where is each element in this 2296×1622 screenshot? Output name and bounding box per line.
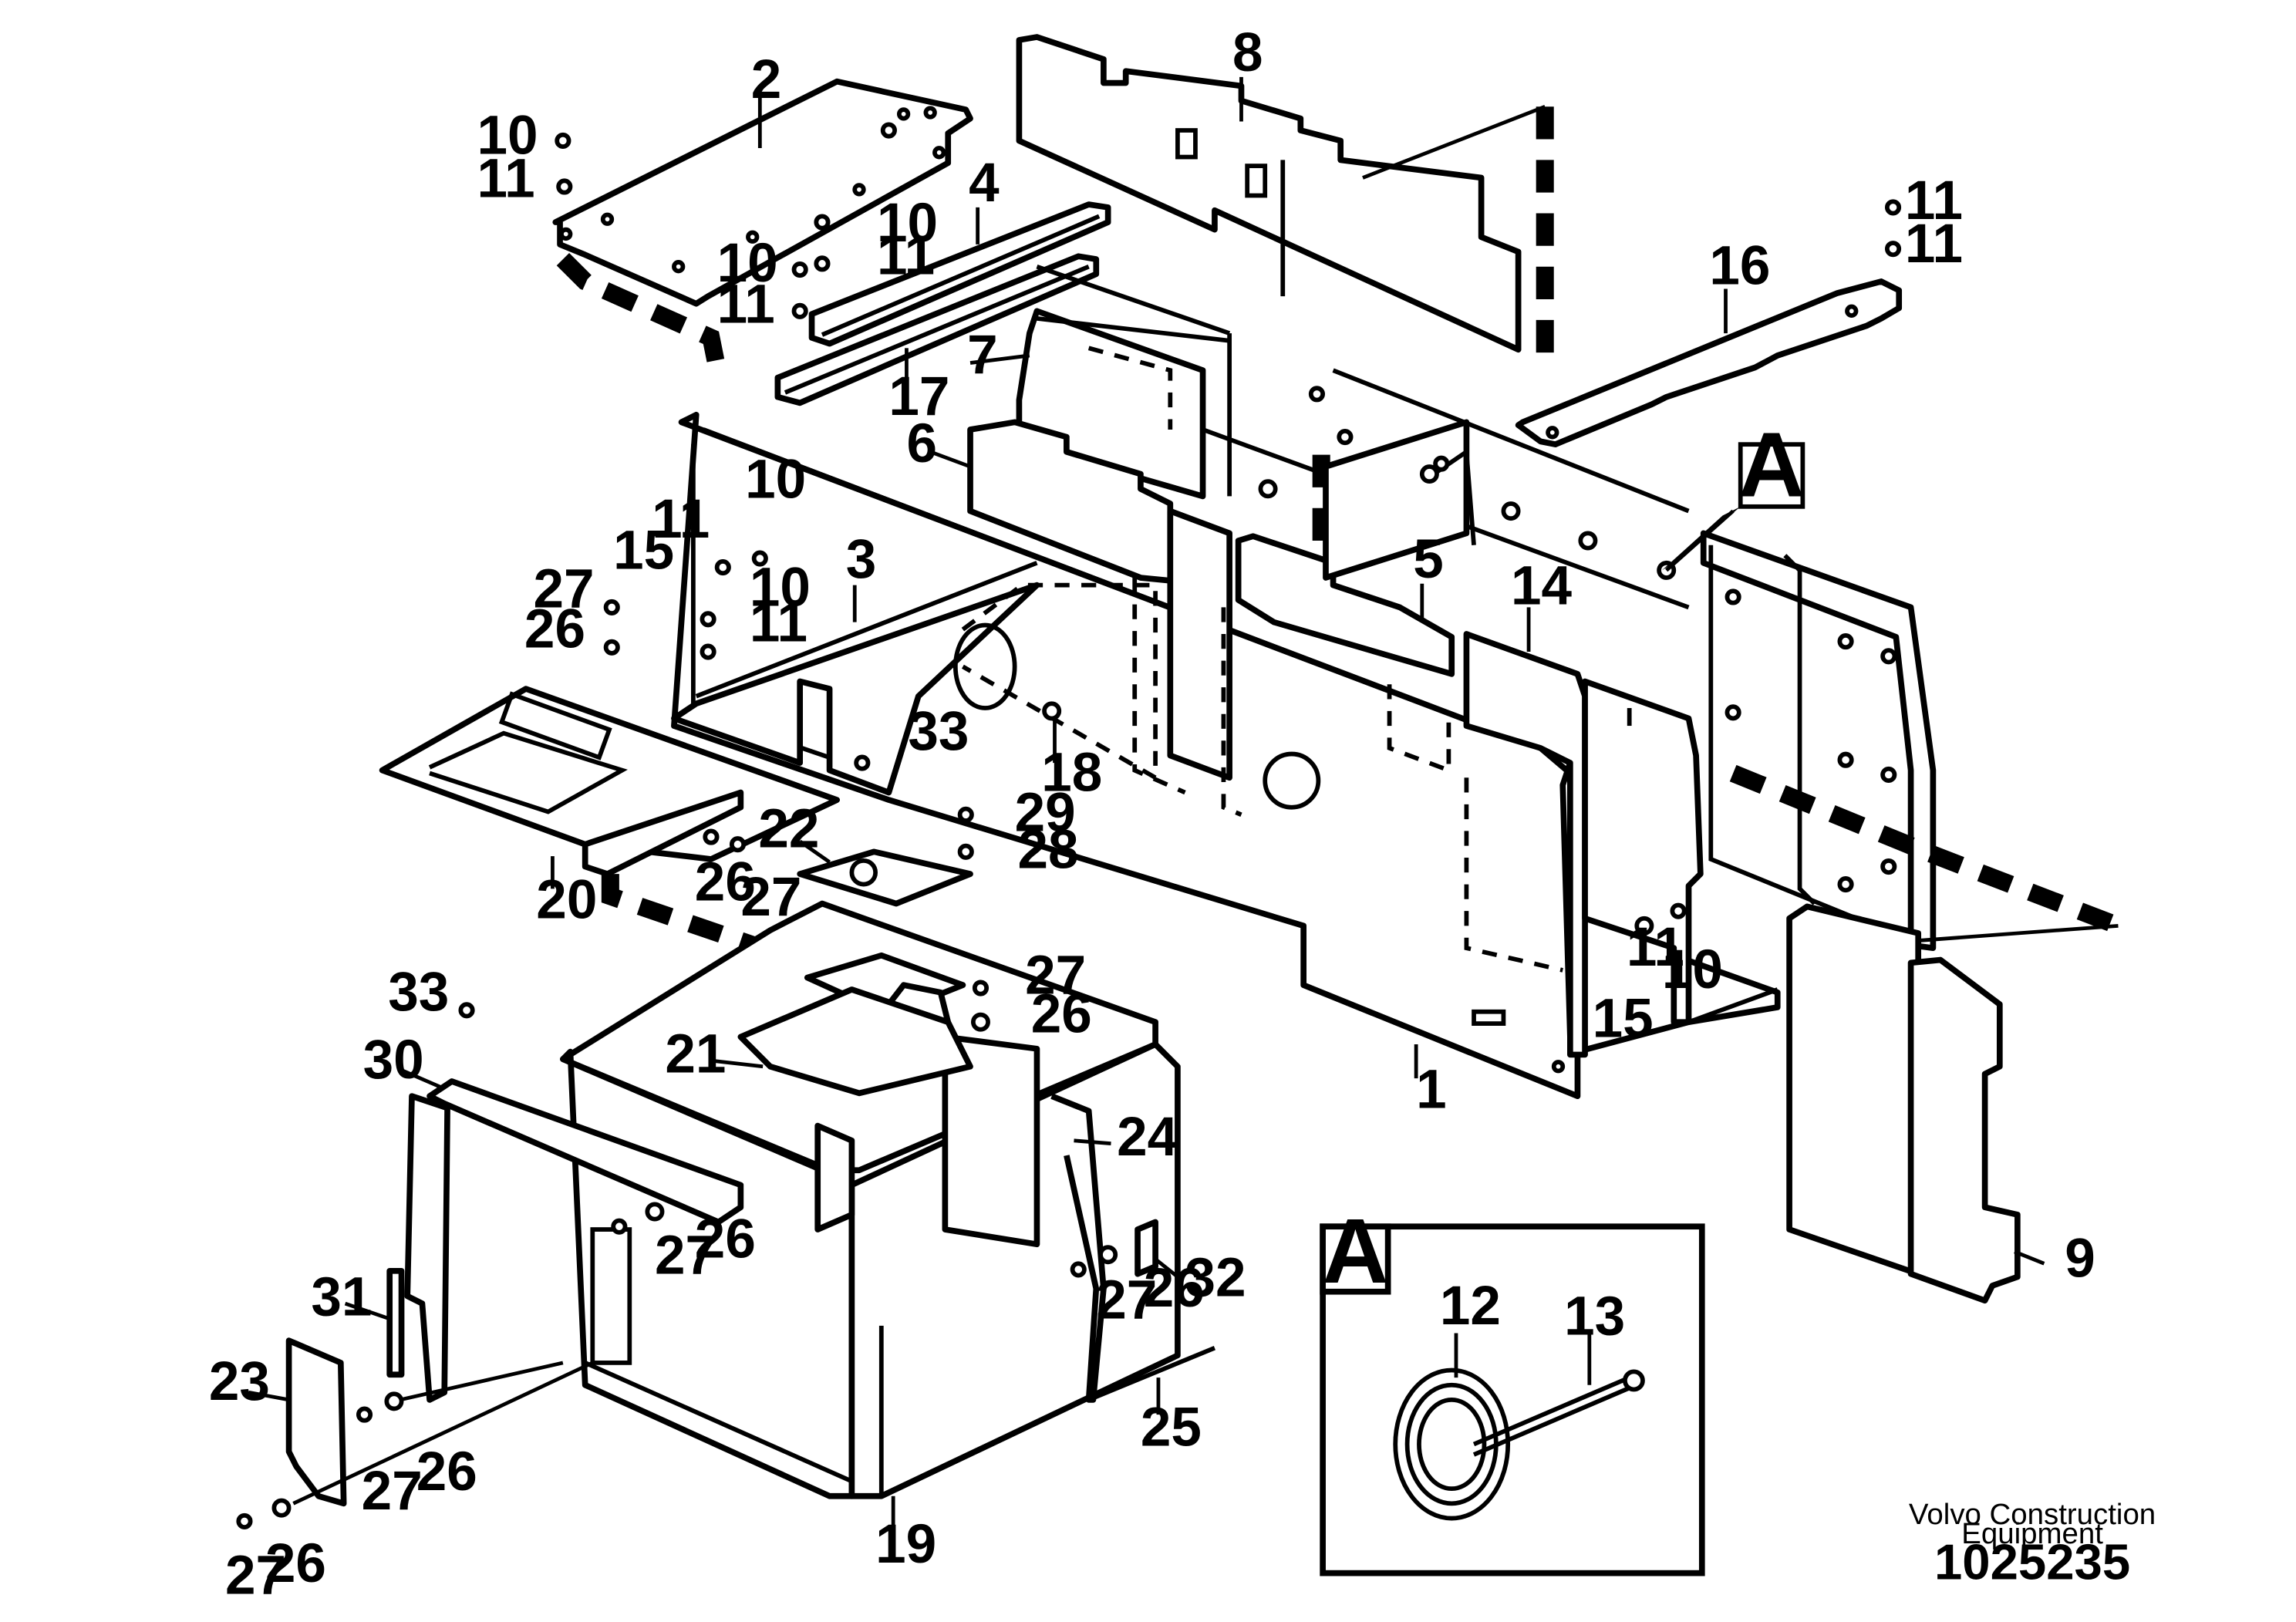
label-12: 12 [1440, 1276, 1501, 1337]
label-11-c: 11 [717, 275, 775, 336]
label-18: 18 [1041, 743, 1102, 804]
frame-middle-section [1036, 264, 1690, 610]
part-5-insulation [1221, 533, 1455, 817]
label-26-b: 26 [695, 852, 756, 913]
part-25-strip [1087, 1346, 1216, 1402]
label-26-f: 26 [416, 1442, 477, 1502]
label-20: 20 [536, 870, 597, 931]
label-7: 7 [967, 325, 998, 386]
label-14: 14 [1511, 556, 1573, 617]
detail-a-inset: A [1320, 1200, 1705, 1576]
part-16-rail [1515, 278, 1903, 448]
part-20-floor-plate [379, 686, 841, 970]
part-23-plate [285, 1337, 347, 1507]
label-10-a: 10 [477, 106, 538, 167]
label-10-e: 10 [745, 449, 806, 510]
label-33-a: 33 [908, 701, 969, 762]
label-26-g: 26 [265, 1533, 326, 1594]
label-26-e: 26 [1144, 1258, 1205, 1319]
label-11-g: 11 [1627, 917, 1684, 978]
label-32: 32 [1185, 1247, 1246, 1308]
brand-block: Volvo Construction Equipment 1025235 [1909, 1498, 2156, 1590]
label-15-a: 15 [613, 520, 674, 581]
part-17-rail [774, 253, 1100, 406]
label-13: 13 [1564, 1286, 1625, 1347]
label-33-b: 33 [388, 962, 449, 1023]
label-25: 25 [1141, 1397, 1202, 1458]
part-14-insulation [1463, 631, 1704, 1058]
label-26-d: 26 [695, 1209, 756, 1270]
callout-a: A [1661, 413, 1805, 572]
part-31-strip [386, 1267, 405, 1378]
label-27-a: 27 [533, 558, 594, 619]
label-26-c: 26 [1031, 984, 1092, 1045]
label-2: 2 [751, 49, 782, 110]
part-2-top-plate [552, 78, 973, 369]
label-10-f: 10 [750, 558, 811, 619]
label-11-e: 11 [652, 489, 710, 550]
label-6: 6 [906, 413, 937, 474]
label-10-d: 11 [1905, 170, 1963, 231]
label-10-c: 10 [717, 233, 778, 294]
label-11-f: 11 [750, 593, 807, 654]
document-number: 1025235 [1934, 1533, 2130, 1590]
label-30: 30 [363, 1030, 424, 1091]
label-24: 24 [1117, 1107, 1178, 1168]
label-22: 22 [758, 799, 819, 860]
label-8: 8 [1232, 22, 1263, 83]
label-19: 19 [875, 1514, 936, 1575]
label-17: 17 [888, 366, 949, 427]
label-4: 4 [969, 153, 1000, 214]
label-16: 16 [1709, 236, 1770, 297]
label-10-b: 10 [877, 193, 938, 254]
fastener-bolts [236, 132, 1902, 1529]
part-22-plate [797, 848, 973, 907]
part-6-insulation [967, 419, 1232, 795]
label-27-e: 27 [1096, 1270, 1157, 1330]
label-11-d: 11 [1905, 214, 1963, 275]
label-26-a: 26 [524, 599, 585, 659]
part-32-bracket [1135, 1219, 1158, 1277]
label-5: 5 [1413, 529, 1444, 590]
label-15-b: 15 [1593, 988, 1654, 1049]
part-4-rail [808, 201, 1111, 347]
label-9: 9 [2065, 1229, 2095, 1290]
leader-lines [248, 76, 2045, 1529]
brand-line-2: Equipment [1961, 1517, 2103, 1550]
label-27-g: 27 [225, 1546, 286, 1607]
part-9-insulation [1786, 903, 2119, 1304]
label-31: 31 [311, 1266, 372, 1327]
part-labels: 1 2 3 4 5 6 7 8 9 10 11 10 11 10 11 11 1… [209, 22, 2095, 1606]
label-29: 29 [1015, 782, 1076, 843]
label-10-g: 10 [1662, 939, 1723, 1000]
label-11-a: 11 [477, 148, 534, 209]
callout-a-letter: A [1738, 413, 1805, 516]
label-27-d: 27 [655, 1226, 716, 1286]
label-3: 3 [846, 529, 877, 590]
part-21-plate [737, 986, 973, 1097]
label-27-b: 27 [740, 867, 801, 928]
label-1: 1 [1416, 1060, 1447, 1121]
label-11-b: 11 [877, 225, 935, 286]
part-8-insulation-panel [1016, 34, 1554, 363]
part-30-bracket [404, 1078, 744, 1403]
label-27-f: 27 [362, 1461, 423, 1522]
label-23: 23 [209, 1351, 270, 1412]
label-28: 28 [1017, 819, 1078, 880]
brand-line-1: Volvo Construction [1909, 1498, 2156, 1531]
label-27-c: 27 [1025, 946, 1086, 1007]
detail-a-letter: A [1322, 1200, 1388, 1303]
label-21: 21 [665, 1023, 726, 1084]
